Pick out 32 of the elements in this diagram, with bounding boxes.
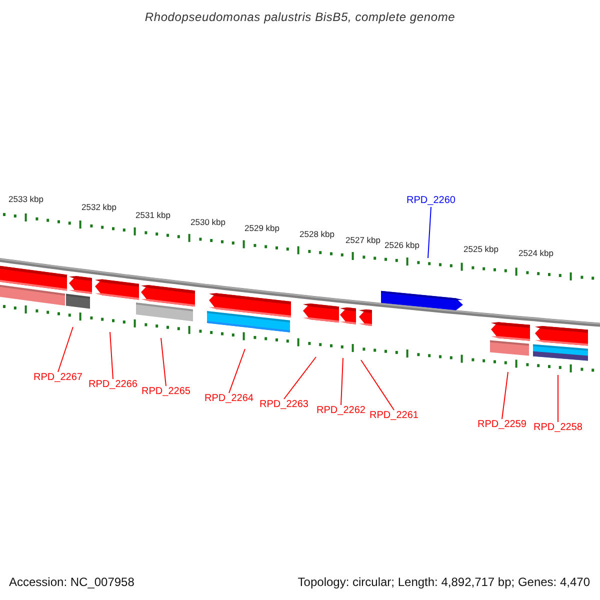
leader-line [58,326,74,372]
gene-label: RPD_2264 [204,393,254,405]
leader-line [160,338,166,386]
leader-line [502,372,508,420]
gene-label: RPD_2262 [316,405,366,417]
position-label: 2528 kbp [300,229,334,239]
gene-label: RPD_2265 [142,386,190,398]
gene-label: RPD_2267 [34,372,82,384]
position-label: 2525 kbp [464,244,498,254]
position-label: 2524 kbp [518,248,554,258]
position-label: 2532 kbp [82,202,116,212]
gene-label: RPD_2261 [370,410,418,422]
leader-line [360,360,394,410]
accession-text: Accession: NC_007958 [9,575,134,589]
position-label: 2527 kbp [346,235,380,245]
position-label: 2530 kbp [190,217,226,227]
gene-label: RPD_2263 [260,399,308,411]
position-label: 2529 kbp [244,223,280,233]
genome-summary-text: Topology: circular; Length: 4,892,717 bp; Genes: 4,470 [298,575,590,589]
leader-line [428,206,432,258]
gene-label: RPD_2266 [88,379,138,391]
leader-line [340,358,344,406]
leader-line [228,348,246,394]
position-label: 2533 kbp [8,194,44,204]
title: Rhodopseudomonas palustris BisB5, complete genome [144,10,456,24]
gene-label: RPD_2258 [534,422,582,434]
leader-line [284,356,316,400]
position-label: 2526 kbp [384,240,420,250]
gene-label: RPD_2260 [406,195,456,207]
position-label: 2531 kbp [136,210,170,220]
gene-label: RPD_2259 [478,419,526,431]
leader-line [110,332,114,380]
